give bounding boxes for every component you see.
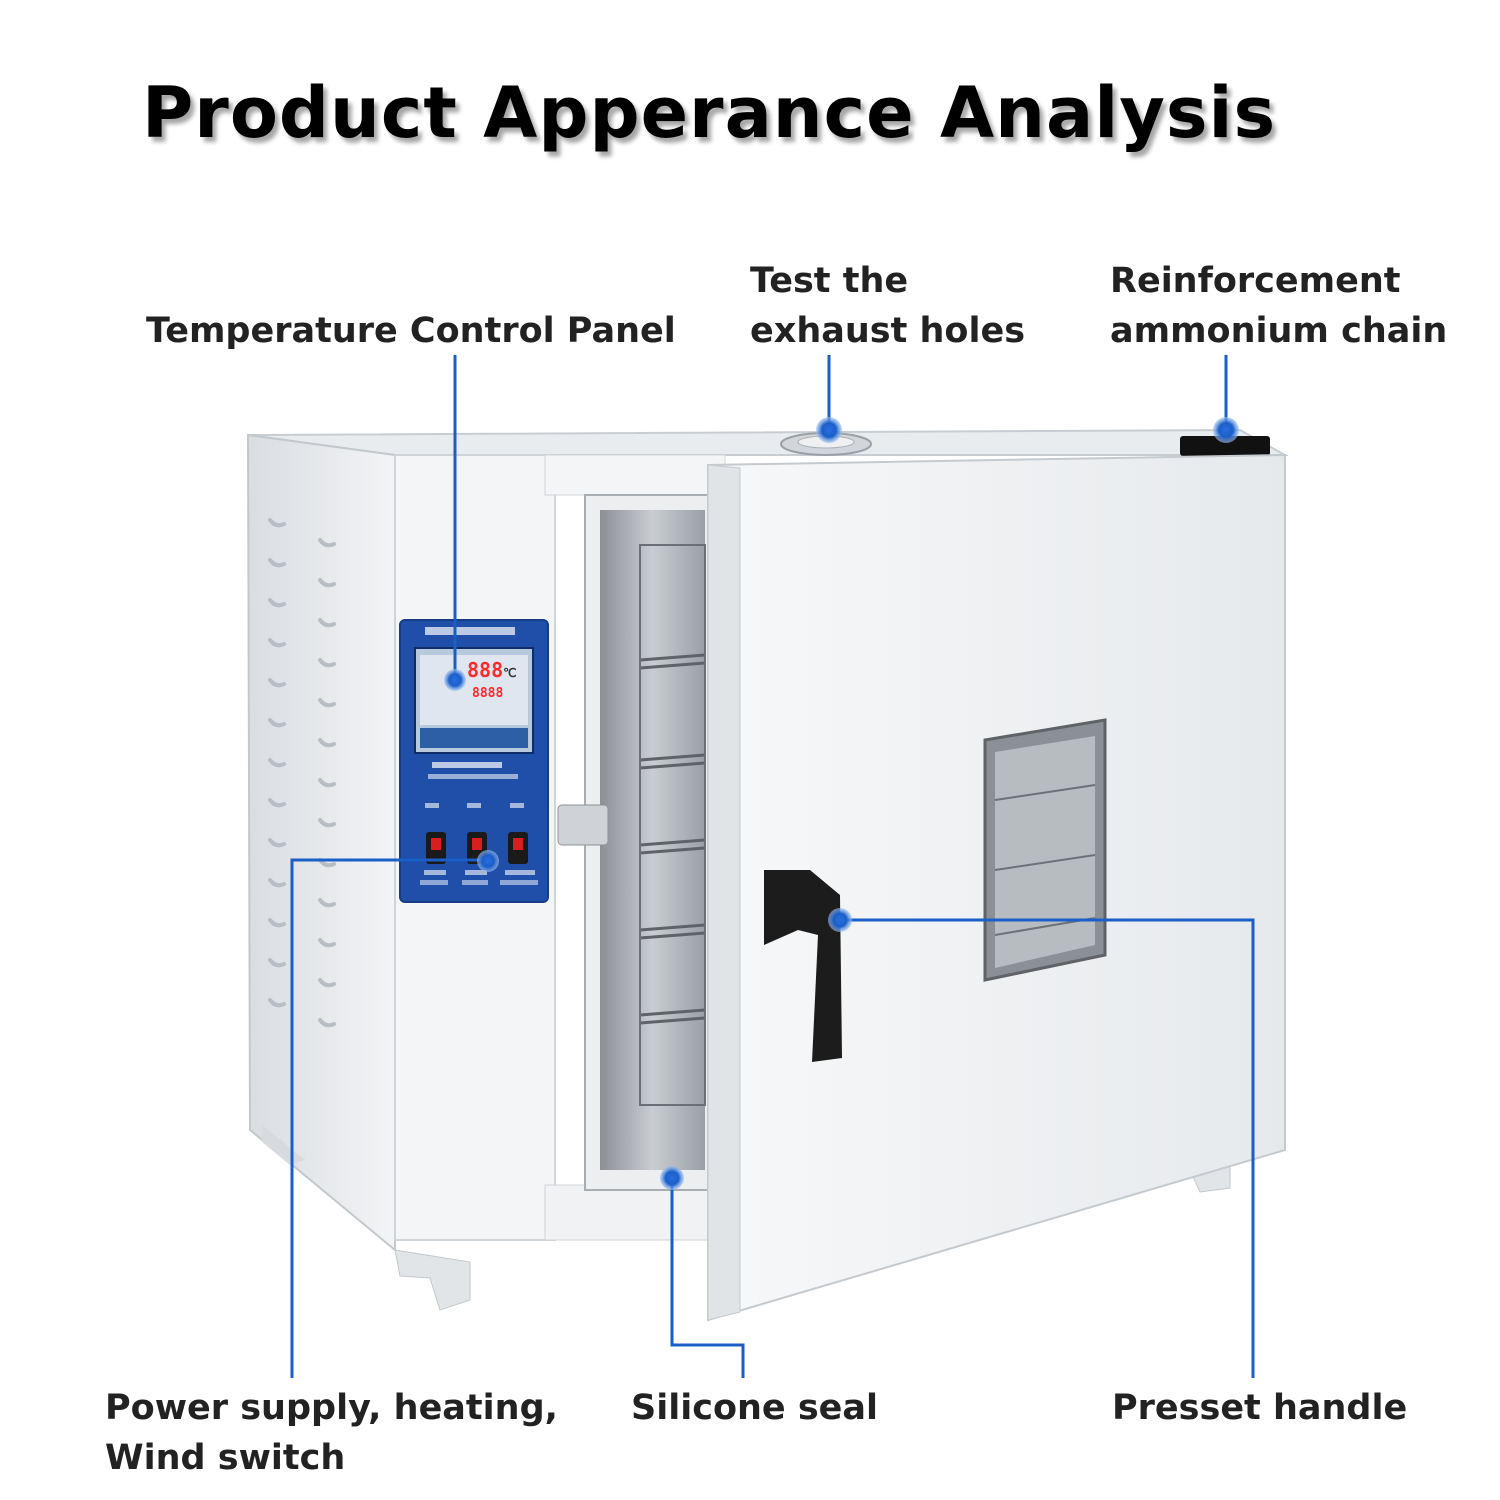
label-switches-line2: Wind switch xyxy=(105,1438,346,1478)
label-switches: Power supply, heating, Wind switch xyxy=(105,1383,558,1483)
foot-front-left xyxy=(394,1249,471,1311)
reinforcement-chain xyxy=(1180,436,1270,456)
label-handle-text: Presset handle xyxy=(1112,1388,1408,1428)
dot-exhaust-holes xyxy=(816,417,842,443)
label-silicone-seal-text: Silicone seal xyxy=(631,1388,879,1428)
foot-left xyxy=(262,1125,305,1165)
label-temperature-panel: Temperature Control Panel xyxy=(146,306,676,356)
panel-switches xyxy=(426,832,528,864)
label-exhaust-holes-line1: Test the xyxy=(750,261,909,301)
label-silicone-seal: Silicone seal xyxy=(631,1383,878,1433)
front-frame-top xyxy=(544,454,726,496)
door-handle xyxy=(764,870,842,1062)
front-frame-bottom xyxy=(544,1184,721,1241)
label-exhaust-holes: Test the exhaust holes xyxy=(750,256,1025,356)
panel-display-screen xyxy=(420,655,528,725)
dot-switches xyxy=(477,850,499,872)
callout-lines xyxy=(290,355,1255,1378)
dot-ammonium-chain xyxy=(1213,417,1239,443)
chamber-inner-wall xyxy=(639,544,706,1106)
dot-handle xyxy=(828,908,852,932)
panel-readout-unit: ℃ xyxy=(503,666,517,680)
door-hinge xyxy=(557,804,609,846)
panel-display-bezel xyxy=(420,728,528,748)
cabinet-top xyxy=(247,428,1289,456)
callout-dots xyxy=(444,417,1239,1190)
panel-readout-value: 888 xyxy=(467,658,504,682)
label-temperature-panel-text: Temperature Control Panel xyxy=(146,311,676,351)
label-switches-line1: Power supply, heating, xyxy=(105,1388,558,1428)
label-ammonium-chain: Reinforcement ammonium chain xyxy=(1110,256,1447,356)
door-edge xyxy=(707,464,741,1321)
title-text: Product Apperance Analysis xyxy=(142,72,1277,154)
panel-sub-readout: 8888 xyxy=(472,686,504,701)
label-ammonium-chain-line2: ammonium chain xyxy=(1110,311,1448,351)
label-ammonium-chain-line1: Reinforcement xyxy=(1110,261,1401,301)
panel-text-lines xyxy=(420,627,538,885)
label-exhaust-holes-line2: exhaust holes xyxy=(750,311,1026,351)
dot-temperature-panel xyxy=(444,669,466,691)
label-handle: Presset handle xyxy=(1112,1383,1407,1433)
panel-readout: 888℃ xyxy=(467,658,517,682)
side-vents xyxy=(268,518,336,1028)
dot-silicone-seal xyxy=(660,1166,684,1190)
oven-shelves xyxy=(639,653,706,1025)
